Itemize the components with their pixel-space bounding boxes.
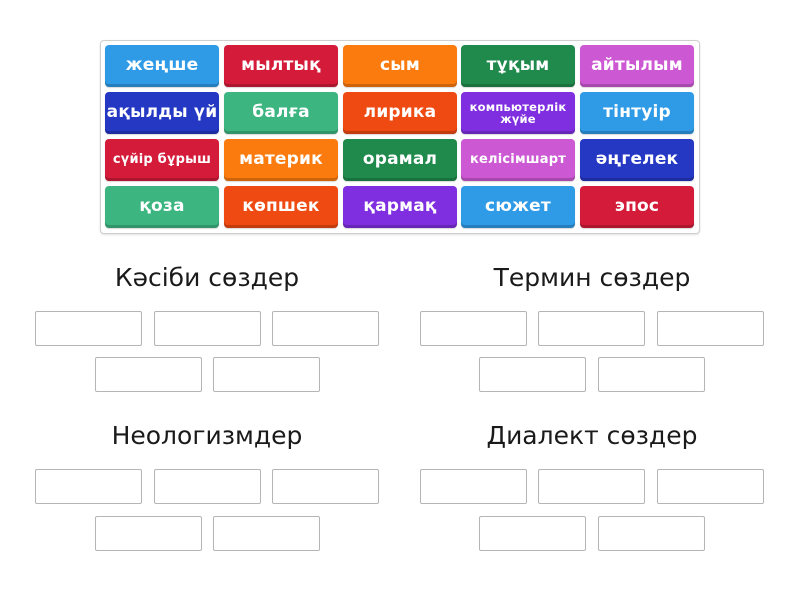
drop-slot[interactable] bbox=[657, 469, 764, 504]
word-tile[interactable]: айтылым bbox=[580, 45, 694, 87]
word-tile[interactable]: орамал bbox=[343, 139, 457, 181]
word-tile[interactable]: материк bbox=[224, 139, 338, 181]
drop-slot[interactable] bbox=[35, 311, 142, 346]
word-tile[interactable]: тінтуір bbox=[580, 92, 694, 134]
drop-slot[interactable] bbox=[598, 357, 705, 392]
drop-slot[interactable] bbox=[95, 516, 202, 551]
group-title-neologisms: Неологизмдер bbox=[111, 421, 303, 450]
drop-slot[interactable] bbox=[538, 311, 645, 346]
drop-slot[interactable] bbox=[272, 469, 379, 504]
word-tile[interactable]: балға bbox=[224, 92, 338, 134]
word-tile[interactable]: көпшек bbox=[224, 186, 338, 228]
group-title-dialect: Диалект сөздер bbox=[486, 421, 698, 450]
word-tile[interactable]: тұқым bbox=[461, 45, 575, 87]
word-tile[interactable]: сүйір бұрыш bbox=[105, 139, 219, 181]
drop-slot[interactable] bbox=[95, 357, 202, 392]
word-tile[interactable]: компьютерлік жүйе bbox=[461, 92, 575, 134]
word-tile[interactable]: мылтық bbox=[224, 45, 338, 87]
drop-slot[interactable] bbox=[154, 311, 261, 346]
word-tile[interactable]: эпос bbox=[580, 186, 694, 228]
drop-slot[interactable] bbox=[154, 469, 261, 504]
drop-slot[interactable] bbox=[479, 516, 586, 551]
word-tile[interactable]: қоза bbox=[105, 186, 219, 228]
word-tile[interactable]: жеңше bbox=[105, 45, 219, 87]
word-tile[interactable]: ақылды үй bbox=[105, 92, 219, 134]
drop-slot[interactable] bbox=[213, 516, 320, 551]
drop-slot[interactable] bbox=[598, 516, 705, 551]
word-tile[interactable]: сым bbox=[343, 45, 457, 87]
drop-slot[interactable] bbox=[538, 469, 645, 504]
word-tile[interactable]: қармақ bbox=[343, 186, 457, 228]
group-title-terms: Термин сөздер bbox=[493, 263, 691, 292]
word-tile[interactable]: лирика bbox=[343, 92, 457, 134]
drop-slot[interactable] bbox=[420, 311, 527, 346]
drop-slot[interactable] bbox=[272, 311, 379, 346]
drop-slot[interactable] bbox=[657, 311, 764, 346]
drop-slot[interactable] bbox=[420, 469, 527, 504]
group-title-professional: Кәсіби сөздер bbox=[114, 263, 300, 292]
drop-slot[interactable] bbox=[213, 357, 320, 392]
word-tile[interactable]: келісімшарт bbox=[461, 139, 575, 181]
drop-slot[interactable] bbox=[35, 469, 142, 504]
drop-slot[interactable] bbox=[479, 357, 586, 392]
word-tile[interactable]: сюжет bbox=[461, 186, 575, 228]
word-tile[interactable]: әңгелек bbox=[580, 139, 694, 181]
